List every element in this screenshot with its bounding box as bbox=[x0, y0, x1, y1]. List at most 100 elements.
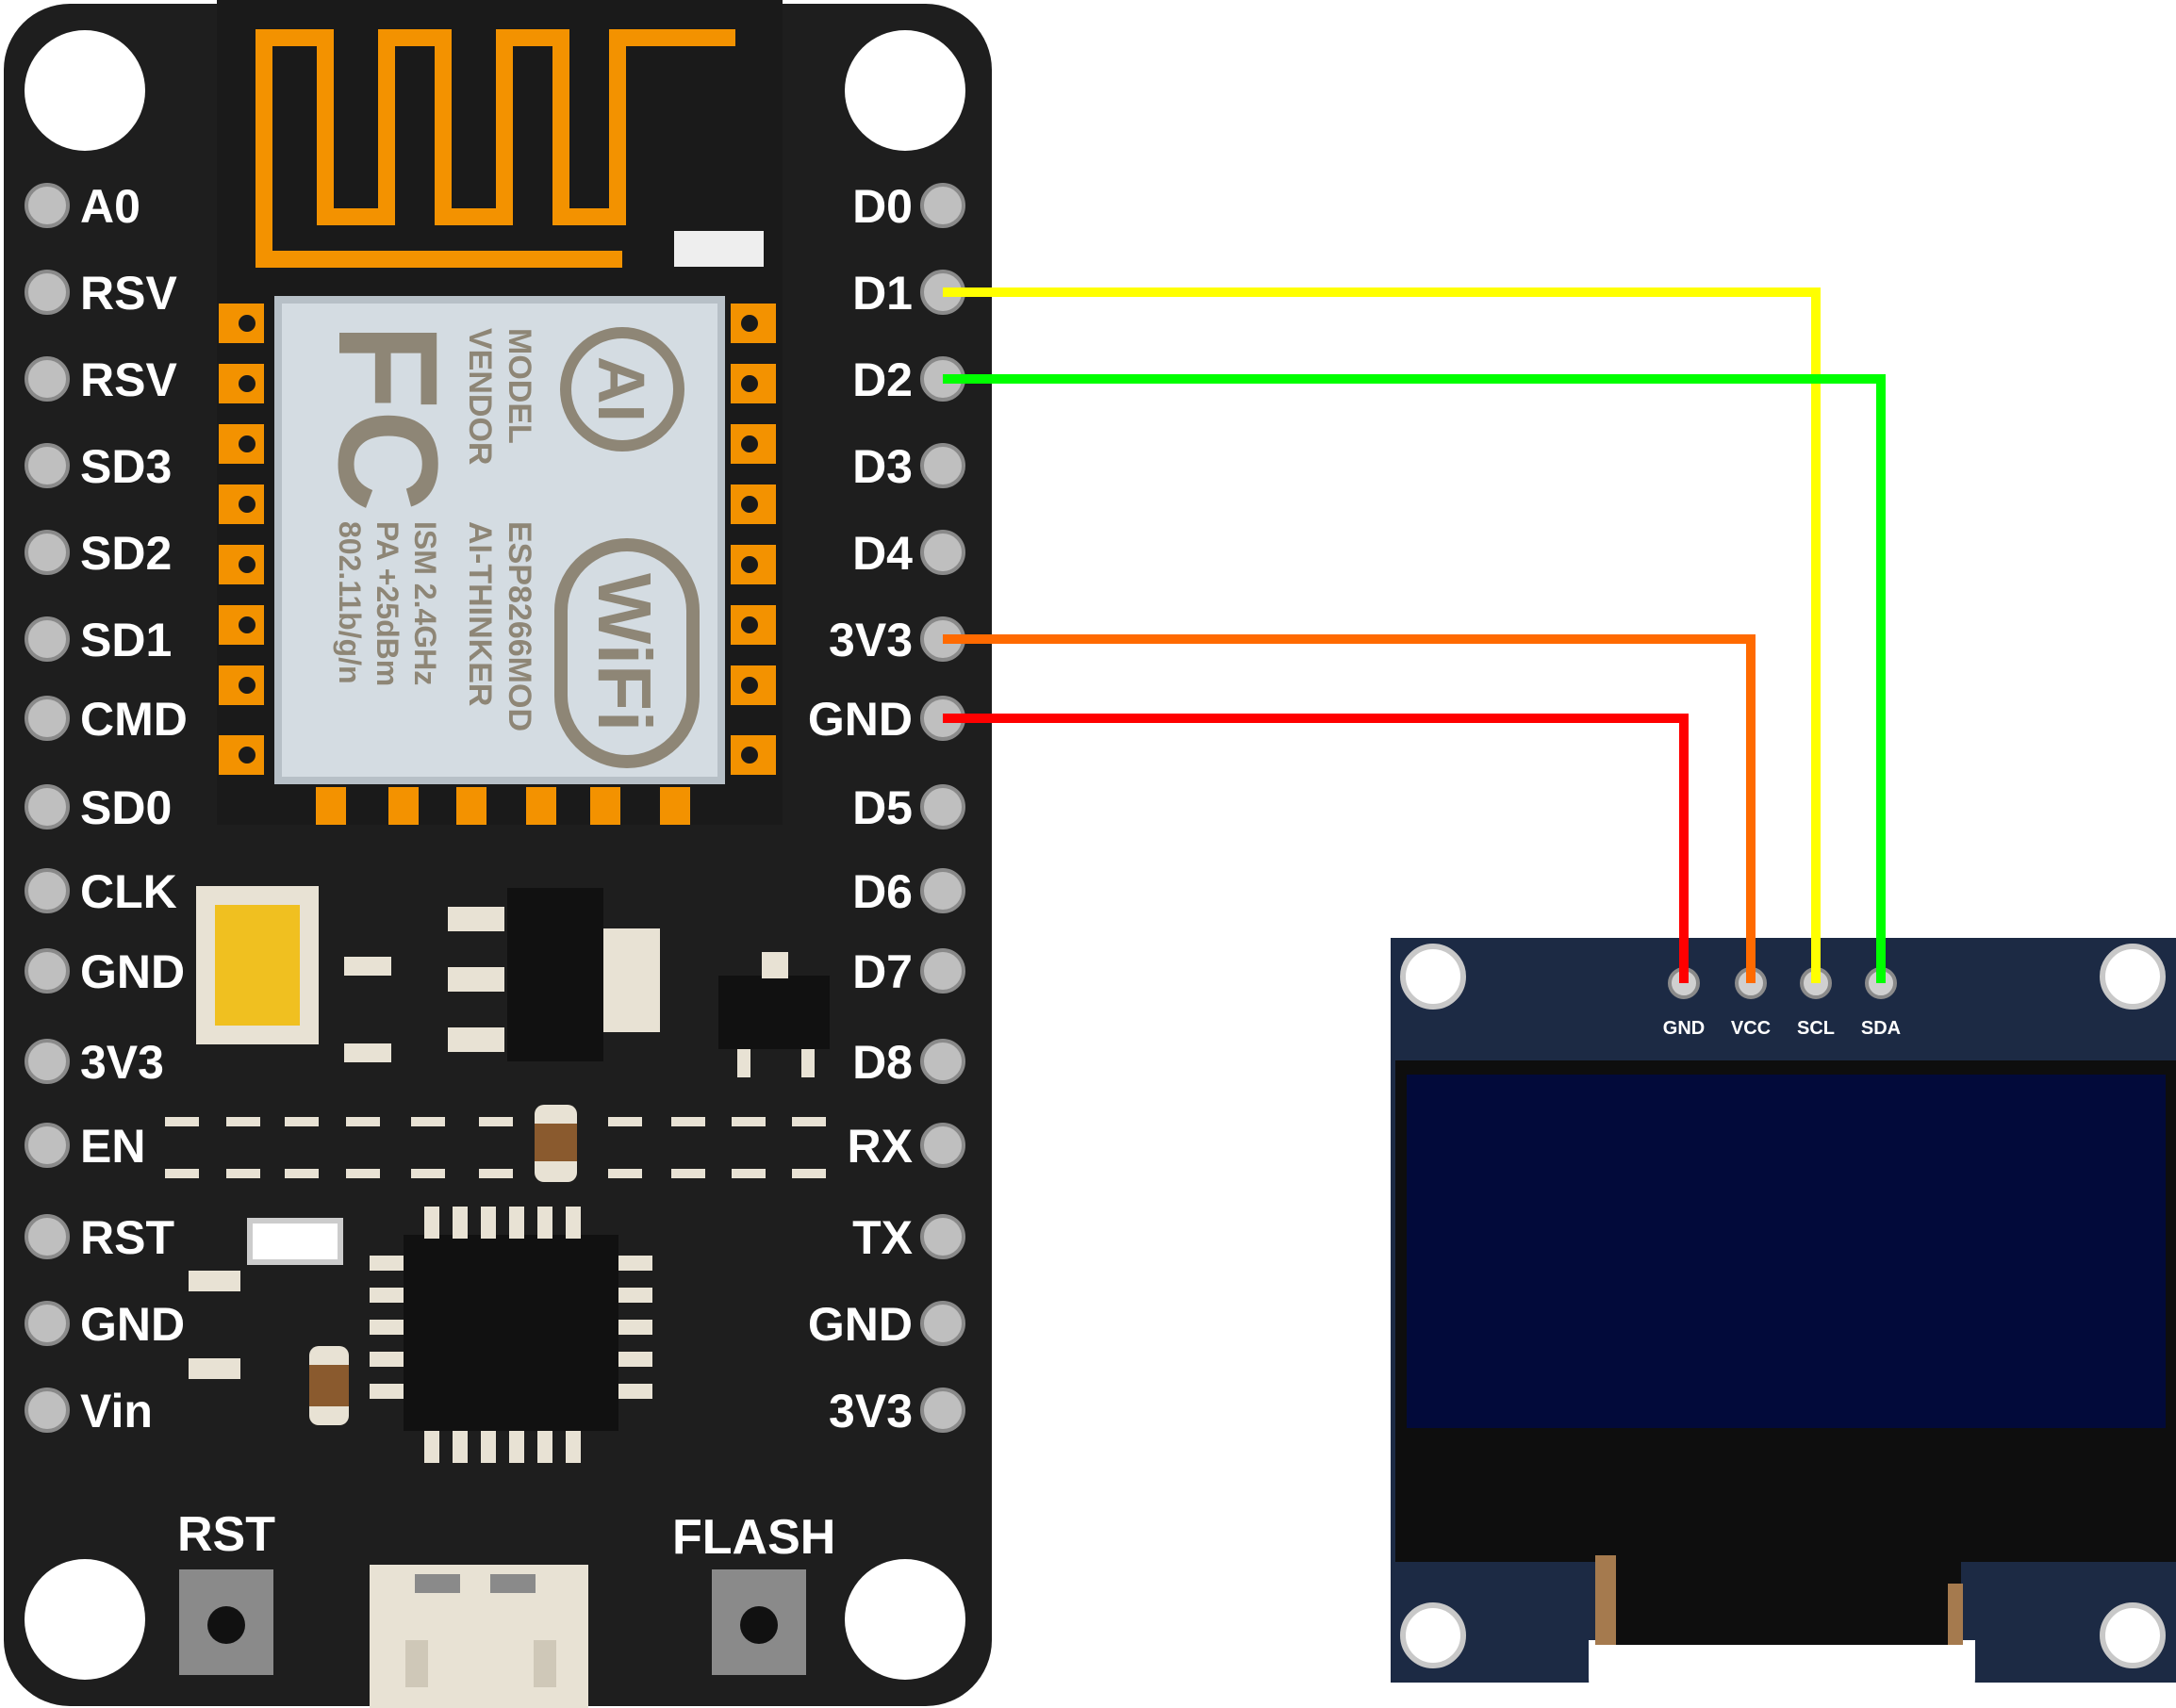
flash-button-cap[interactable] bbox=[740, 1606, 778, 1644]
transistor-leg bbox=[762, 952, 788, 978]
right-pin-3v3 bbox=[920, 1388, 965, 1433]
usb-serial-chip bbox=[404, 1235, 618, 1431]
left-pin-label: GND bbox=[80, 1298, 185, 1351]
oled-screen bbox=[1407, 1075, 2166, 1428]
left-pin-label: Vin bbox=[80, 1385, 153, 1437]
mounting-hole bbox=[845, 30, 965, 151]
right-pin-label: D8 bbox=[852, 1036, 913, 1089]
module-text-vendor: VENDOR bbox=[462, 328, 498, 465]
oled-pin-label: VCC bbox=[1731, 1018, 1771, 1039]
left-pin-sd1 bbox=[25, 616, 70, 662]
right-pin-label: D3 bbox=[852, 440, 913, 493]
mounting-hole bbox=[25, 30, 145, 151]
mounting-hole bbox=[845, 1559, 965, 1680]
antenna-trace bbox=[256, 29, 735, 225]
oled-ribbon-cutout bbox=[1589, 1640, 1975, 1708]
left-header-pins: A0RSVRSVSD3SD2SD1CMDSD0CLKGND3V3ENRSTGND… bbox=[25, 180, 188, 1437]
left-pin-vin bbox=[25, 1388, 70, 1433]
resistor-body bbox=[535, 1124, 577, 1161]
oled-pin-label: SDA bbox=[1861, 1018, 1901, 1039]
usb-contact bbox=[534, 1640, 556, 1687]
right-pin-d8 bbox=[920, 1039, 965, 1084]
right-pin-gnd bbox=[920, 1301, 965, 1346]
wire-3v3-to-vcc bbox=[943, 634, 1756, 983]
usb-contact bbox=[490, 1574, 536, 1593]
ribbon-contact bbox=[1595, 1555, 1616, 1645]
left-pin-label: RSV bbox=[80, 353, 177, 406]
right-pin-d4 bbox=[920, 530, 965, 575]
transistor-leg bbox=[801, 1049, 815, 1077]
right-pin-label: GND bbox=[808, 693, 913, 746]
left-pin-label: RSV bbox=[80, 267, 177, 320]
esp-shield bbox=[274, 296, 725, 784]
left-pin-label: SD2 bbox=[80, 527, 172, 580]
module-text-pa: PA +25dBm bbox=[371, 521, 404, 686]
right-pin-label: GND bbox=[808, 1298, 913, 1351]
nodemcu-board: FC AI WiFi MODEL VENDOR ESP8266MOD AI-TH… bbox=[4, 0, 992, 1708]
oled-mounting-hole bbox=[1400, 1602, 1466, 1668]
left-pin-label: GND bbox=[80, 945, 185, 998]
left-pin-clk bbox=[25, 868, 70, 913]
wifi-logo: WiFi bbox=[583, 573, 667, 731]
ai-logo-ring bbox=[560, 327, 684, 452]
oled-mounting-hole bbox=[2100, 944, 2166, 1010]
left-pin-sd0 bbox=[25, 784, 70, 829]
transistor-leg bbox=[737, 1049, 750, 1077]
right-pin-d0 bbox=[920, 183, 965, 228]
right-pin-label: RX bbox=[848, 1120, 913, 1173]
smd-component-cap bbox=[189, 1271, 240, 1291]
oled-mounting-hole bbox=[1400, 944, 1466, 1010]
right-pin-d5 bbox=[920, 784, 965, 829]
oled-pin-label: SCL bbox=[1797, 1018, 1835, 1039]
module-text-ai-thinker: AI-THINKER bbox=[462, 521, 498, 706]
fc-logo: FC bbox=[309, 323, 468, 512]
usb-contact bbox=[415, 1574, 460, 1593]
left-pin-sd2 bbox=[25, 530, 70, 575]
mounting-hole bbox=[25, 1559, 145, 1680]
rst-button-label: RST bbox=[177, 1507, 275, 1562]
left-pin-label: SD1 bbox=[80, 614, 172, 666]
right-pin-label: D4 bbox=[852, 527, 913, 580]
module-text-esp8266mod: ESP8266MOD bbox=[502, 521, 537, 731]
left-pin-a0 bbox=[25, 183, 70, 228]
left-pin-label: CLK bbox=[80, 865, 177, 918]
right-pin-label: D0 bbox=[852, 180, 913, 233]
right-pin-label: D1 bbox=[852, 267, 913, 320]
wifi-logo-ring bbox=[554, 538, 700, 768]
right-pin-d7 bbox=[920, 948, 965, 994]
smd-component-cap bbox=[344, 957, 391, 976]
right-pin-d3 bbox=[920, 443, 965, 488]
antenna-trace bbox=[256, 123, 622, 268]
chip-legs bbox=[370, 1207, 652, 1463]
module-pad-holes bbox=[239, 315, 758, 764]
left-pin-rst bbox=[25, 1214, 70, 1259]
smd-component-cap bbox=[344, 1043, 391, 1062]
left-pin-label: A0 bbox=[80, 180, 140, 233]
ribbon-contact bbox=[1948, 1584, 1963, 1645]
wires bbox=[943, 287, 1886, 983]
smd-component-cap bbox=[189, 1358, 240, 1379]
voltage-regulator bbox=[507, 888, 603, 1061]
left-pin-label: EN bbox=[80, 1120, 145, 1173]
left-pin-en bbox=[25, 1123, 70, 1168]
left-pin-gnd bbox=[25, 1301, 70, 1346]
right-pin-d6 bbox=[920, 868, 965, 913]
tantalum-capacitor bbox=[196, 886, 319, 1044]
wire-gnd-to-gnd bbox=[943, 714, 1689, 983]
wire-d2-to-sda bbox=[943, 374, 1886, 983]
right-pin-label: TX bbox=[852, 1211, 913, 1264]
left-pin-rsv bbox=[25, 356, 70, 402]
resistor-body bbox=[309, 1365, 349, 1406]
left-pin-label: 3V3 bbox=[80, 1036, 164, 1089]
oled-ribbon bbox=[1603, 1555, 1961, 1645]
left-pin-gnd bbox=[25, 948, 70, 994]
right-pin-label: D5 bbox=[852, 781, 913, 834]
left-pin-rsv bbox=[25, 270, 70, 315]
left-pin-label: SD3 bbox=[80, 440, 172, 493]
rst-button-cap[interactable] bbox=[207, 1606, 245, 1644]
right-pin-label: D7 bbox=[852, 945, 913, 998]
left-pin-cmd bbox=[25, 696, 70, 741]
usb-contact bbox=[405, 1640, 428, 1687]
